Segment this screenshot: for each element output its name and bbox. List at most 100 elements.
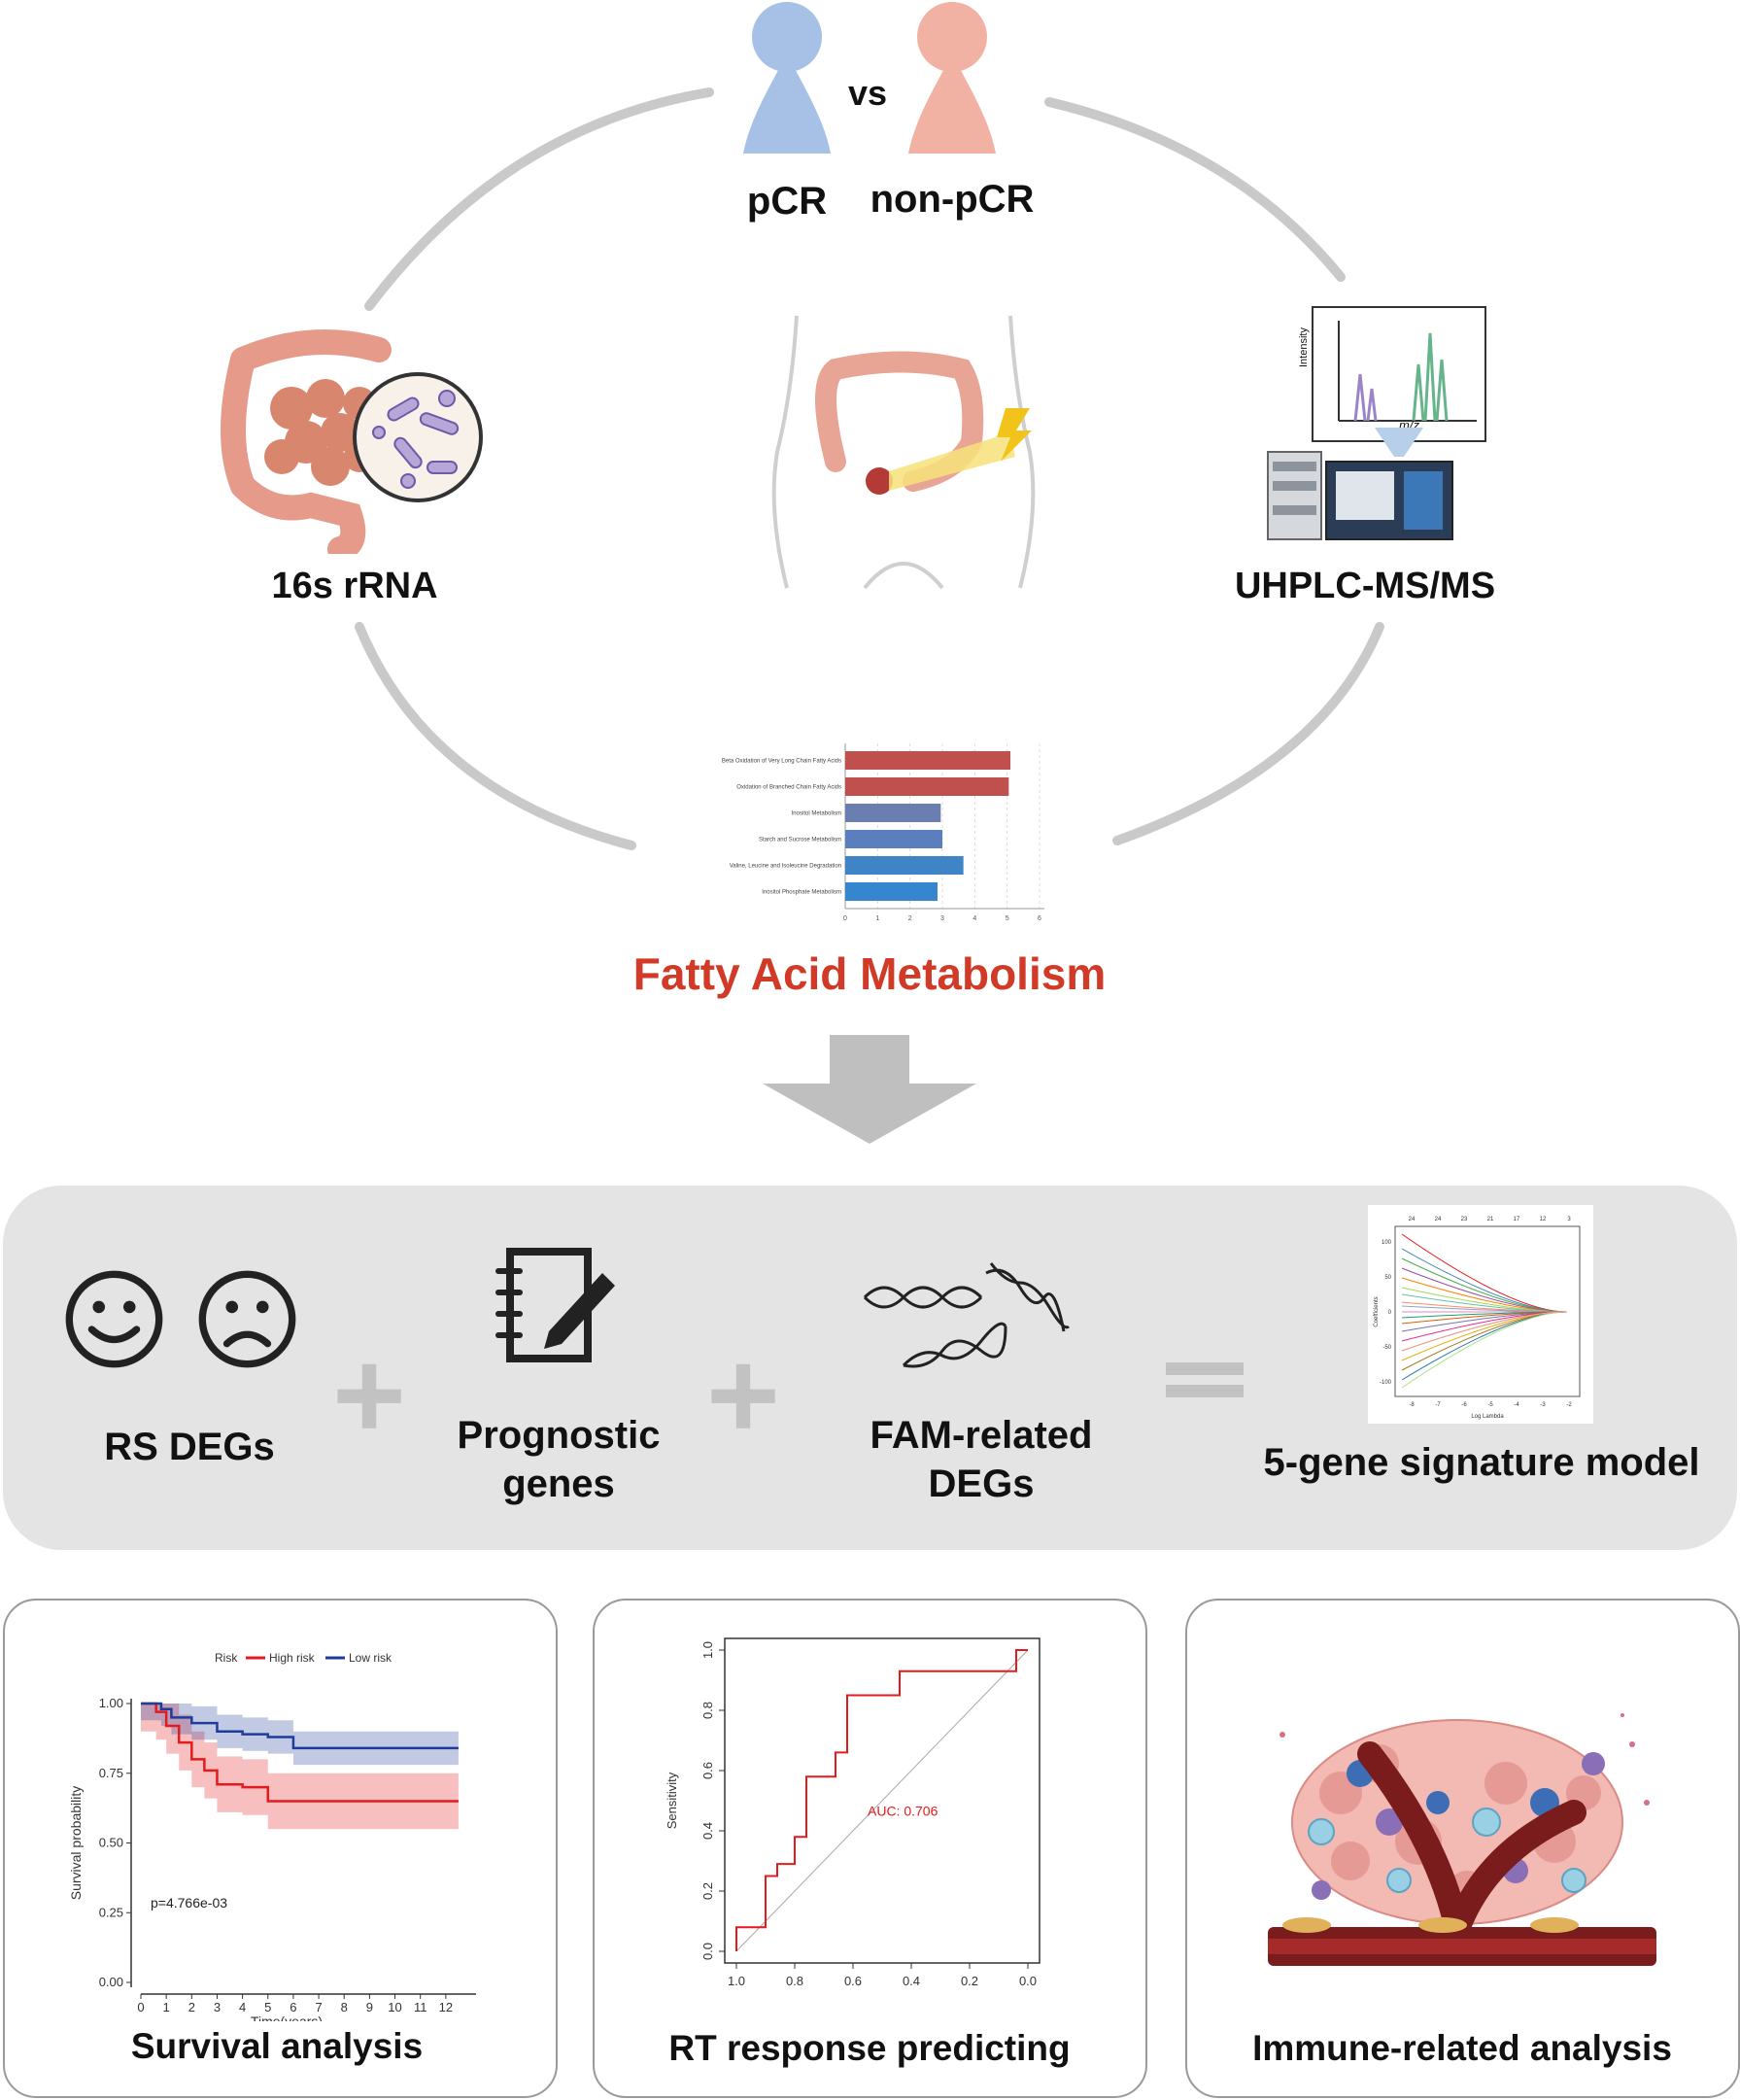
pcr-label: pCR xyxy=(746,180,828,223)
person-head xyxy=(917,2,987,72)
lasso-ylabel: Coefficients xyxy=(1374,1296,1380,1326)
survival-panel xyxy=(3,1599,558,2098)
survival-ci-band-high xyxy=(141,1704,459,1830)
survival-ci-band-low xyxy=(141,1704,459,1766)
tumor-site xyxy=(866,467,893,495)
happy-face-icon xyxy=(65,1270,163,1368)
survival-legend-high: High risk xyxy=(269,1651,316,1665)
survival-legend-title: Risk xyxy=(215,1651,238,1665)
spectrum-peaks-purple xyxy=(1353,373,1378,422)
pathway-xtick: 5 xyxy=(1006,915,1009,922)
survival-title: Survival analysis xyxy=(130,2026,424,2066)
lasso-coefficient-path xyxy=(1401,1311,1568,1352)
lasso-top-tick: 24 xyxy=(1409,1217,1416,1222)
person-body xyxy=(743,53,831,154)
survival-ytick: 0.00 xyxy=(99,1975,123,1989)
equals-sign xyxy=(1166,1362,1244,1397)
plus-sign-2: + xyxy=(706,1324,780,1465)
16s-rrna-label: 16s rRNA xyxy=(271,566,438,606)
pathway-category-label: Starch and Sucrose Metabolism xyxy=(759,838,841,843)
survival-xlabel: Time(years) xyxy=(251,2014,323,2021)
lasso-ytick: -50 xyxy=(1382,1345,1391,1351)
survival-xtick: 2 xyxy=(188,2000,195,2014)
ms-ylabel: Intensity xyxy=(1298,327,1310,367)
survival-xtick: 0 xyxy=(137,2000,144,2014)
lasso-xtick: -8 xyxy=(1409,1402,1415,1408)
pathway-xtick: 1 xyxy=(875,915,879,922)
pen xyxy=(544,1273,615,1349)
roc-xtick: 1.0 xyxy=(728,1974,745,1988)
lasso-coefficient-path xyxy=(1401,1311,1568,1389)
pathway-bar xyxy=(845,751,1010,770)
pelvic-radiotherapy-icon xyxy=(771,316,1036,590)
roc-diagonal xyxy=(735,1649,1029,1952)
person-body xyxy=(908,53,996,154)
pathway-xtick: 4 xyxy=(972,915,976,922)
pcr-person-icon xyxy=(743,2,831,154)
pathway-xtick: 2 xyxy=(908,915,912,922)
rs-degs-label: RS DEGs xyxy=(104,1426,275,1468)
roc-xtick: 0.8 xyxy=(786,1974,803,1988)
survival-xtick: 7 xyxy=(315,2000,322,2014)
survival-xtick: 12 xyxy=(439,2000,453,2014)
lasso-top-tick: 17 xyxy=(1514,1217,1520,1222)
pathway-xtick: 3 xyxy=(940,915,944,922)
roc-xtick: 0.2 xyxy=(961,1974,978,1988)
roc-frame xyxy=(724,1637,1041,1964)
plus-sign-1: + xyxy=(332,1324,406,1465)
survival-curve-low xyxy=(141,1702,459,1750)
survival-xtick: 10 xyxy=(388,2000,401,2014)
ring-arc-bottom-left xyxy=(355,622,636,850)
roc-xtick: 0.0 xyxy=(1019,1974,1037,1988)
lasso-top-tick: 24 xyxy=(1435,1217,1442,1222)
lasso-ytick: -100 xyxy=(1380,1380,1392,1386)
pathway-category-label: Inositol Phosphate Metabolism xyxy=(762,890,841,896)
roc-ytick: 0.8 xyxy=(700,1702,715,1719)
colon-outline xyxy=(221,347,366,554)
lasso-xtick: -7 xyxy=(1435,1402,1441,1408)
roc-ylabel: Sensitivity xyxy=(665,1772,679,1829)
model-label: 5-gene signature model xyxy=(1263,1441,1700,1484)
lasso-xtick: -4 xyxy=(1514,1402,1519,1408)
survival-ytick: 0.75 xyxy=(99,1766,123,1780)
survival-xtick: 6 xyxy=(290,2000,296,2014)
intestine-microbiome-icon xyxy=(221,329,483,554)
pathway-bar xyxy=(845,830,942,848)
non-pcr-label: non-pCR xyxy=(870,178,1035,221)
pathway-bar xyxy=(845,856,964,875)
microbe-magnifier xyxy=(353,372,483,502)
fam-related-label-2: DEGs xyxy=(928,1463,1035,1505)
pathway-category-label: Valine, Leucine and Isoleucine Degradati… xyxy=(730,864,841,870)
pathway-bar-chart: Beta Oxidation of Very Long Chain Fatty … xyxy=(722,743,1044,922)
pathway-category-label: Beta Oxidation of Very Long Chain Fatty … xyxy=(722,759,841,765)
survival-xtick: 3 xyxy=(214,2000,221,2014)
survival-xtick: 4 xyxy=(239,2000,246,2014)
mass-spectrum-inset xyxy=(1312,306,1486,442)
pathway-bar xyxy=(845,804,941,822)
roc-ytick: 1.0 xyxy=(700,1641,715,1659)
pathway-xtick: 6 xyxy=(1038,915,1041,922)
roc-ytick: 0.2 xyxy=(700,1882,715,1900)
survival-ylabel: Survival probability xyxy=(68,1786,84,1901)
pathway-bar xyxy=(845,777,1009,796)
lasso-top-tick: 12 xyxy=(1540,1217,1547,1222)
roc-xtick: 0.6 xyxy=(844,1974,862,1988)
dna-strands-icon xyxy=(863,1262,1071,1368)
blood-vessel-branch xyxy=(1357,1741,1586,1942)
roc-ytick: 0.4 xyxy=(700,1822,715,1840)
prognostic-label-2: genes xyxy=(502,1463,615,1505)
lasso-xtick: -3 xyxy=(1540,1402,1546,1408)
torso-outline xyxy=(771,316,1036,590)
prognostic-label-1: Prognostic xyxy=(457,1414,661,1457)
survival-xtick: 1 xyxy=(163,2000,170,2014)
ring-arc-top-left xyxy=(364,87,714,311)
roc-ytick: 0.0 xyxy=(700,1943,715,1960)
uhplc-label: UHPLC-MS/MS xyxy=(1234,566,1496,606)
tumor-microenvironment-icon xyxy=(1268,1713,1656,1966)
survival-curve-high xyxy=(141,1702,459,1803)
lightning-icon xyxy=(997,408,1032,462)
ring-arc-top-right xyxy=(1044,97,1346,282)
